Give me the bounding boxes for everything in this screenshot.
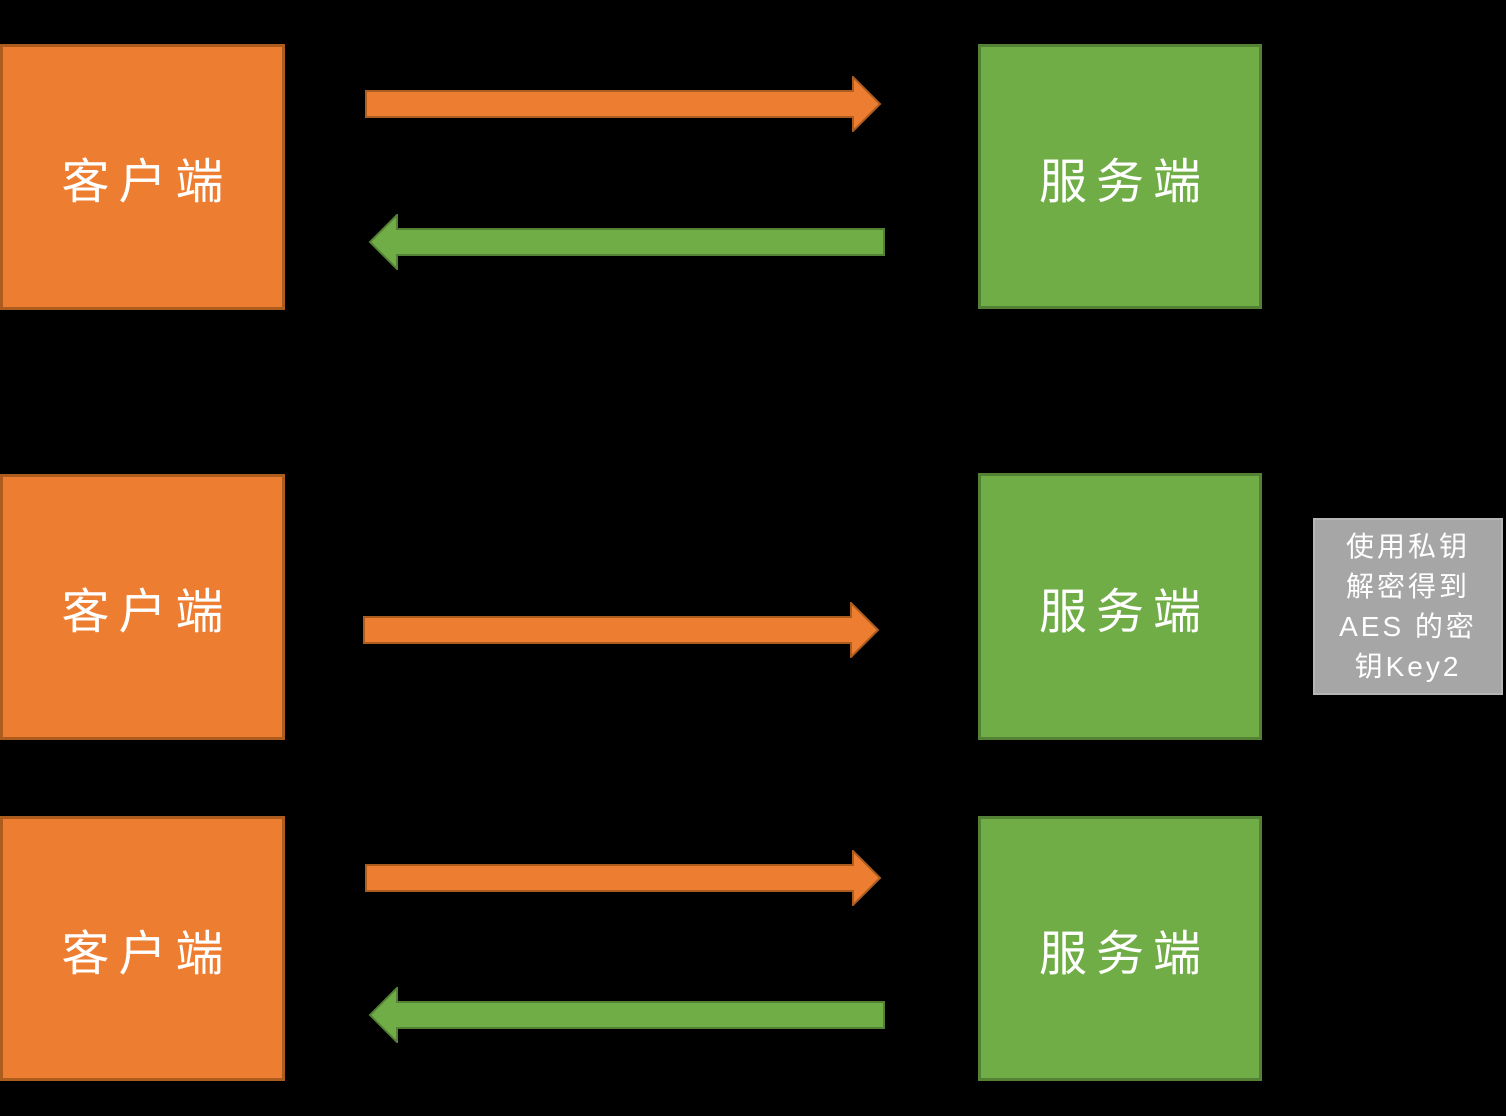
arrow-client-to-server-row3-icon: [365, 850, 882, 906]
server-label-row3: 服务端: [1038, 927, 1210, 981]
arrow-client-to-server-row2-icon: [363, 602, 880, 658]
arrow-server-to-client-row1-icon: [368, 214, 885, 270]
private-key-decrypt-note-text: 使用私钥 解密得到 AES 的密 钥Key2: [1339, 527, 1477, 687]
client-box-row3: 客户端: [0, 816, 285, 1081]
arrow-client-to-server-row1-icon: [365, 76, 882, 132]
private-key-decrypt-note: 使用私钥 解密得到 AES 的密 钥Key2: [1313, 518, 1503, 695]
client-box-row2: 客户端: [0, 474, 285, 740]
client-box-row1: 客户端: [0, 44, 285, 310]
note-line-4: 钥Key2: [1354, 650, 1462, 682]
note-line-1: 使用私钥: [1345, 530, 1470, 562]
server-label-row1: 服务端: [1038, 155, 1210, 209]
client-label-row2: 客户端: [61, 586, 233, 639]
client-label-row3: 客户端: [61, 927, 233, 981]
note-line-3: AES 的密: [1339, 610, 1477, 642]
client-label-row1: 客户端: [61, 156, 233, 209]
server-box-row2: 服务端: [978, 473, 1262, 740]
note-line-2: 解密得到: [1345, 570, 1470, 602]
server-box-row3: 服务端: [978, 816, 1262, 1081]
server-label-row2: 服务端: [1038, 585, 1210, 639]
server-box-row1: 服务端: [978, 44, 1262, 309]
arrow-server-to-client-row3-icon: [368, 987, 885, 1043]
